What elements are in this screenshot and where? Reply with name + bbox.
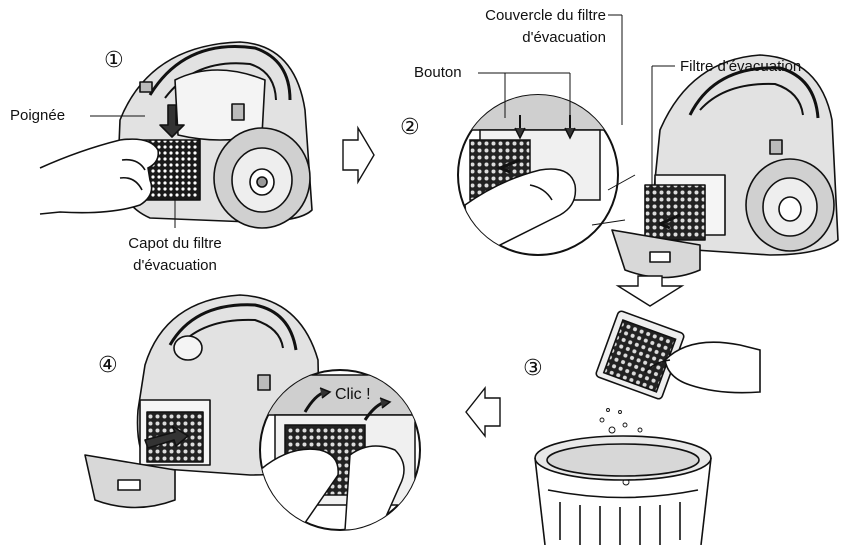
step-number-2: ② [400, 115, 420, 140]
step-number-4: ④ [98, 353, 118, 378]
label-clic: Clic ! [335, 386, 371, 403]
vacuum-step1 [117, 41, 313, 229]
trash-bin [534, 435, 712, 545]
label-bouton: Bouton [414, 64, 462, 81]
step-number-1: ① [104, 48, 124, 73]
label-poignee: Poignée [10, 107, 66, 124]
label-capot-line1: Capot du filtre [128, 235, 222, 252]
label-filtre-evacuation: Filtre d'évacuation [680, 58, 802, 75]
vacuum-step2 [611, 54, 839, 279]
label-capot-line2: d'évacuation [133, 257, 217, 274]
step-number-3: ③ [523, 356, 543, 381]
zoom-circle-step2 [457, 94, 636, 256]
filter-step3 [595, 310, 761, 400]
label-couvercle-line1: Couvercle du filtre [485, 7, 606, 24]
arrow-left-icon [465, 385, 501, 439]
label-couvercle-line2: d'évacuation [522, 29, 606, 46]
hand-step1 [39, 138, 160, 215]
arrow-down-icon [615, 275, 685, 307]
arrow-right-icon [342, 125, 375, 185]
